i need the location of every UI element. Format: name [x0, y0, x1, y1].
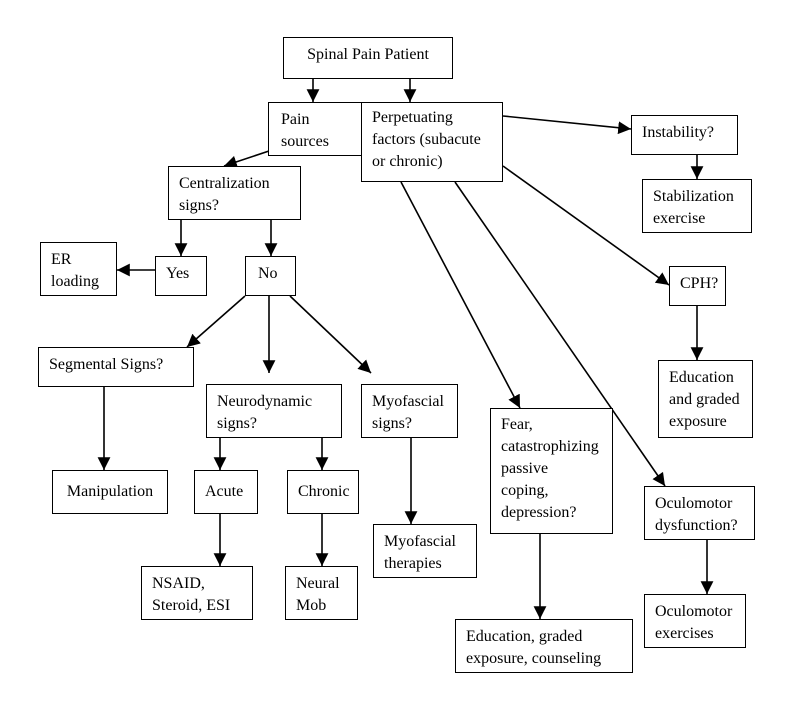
arrow-no-to-segmental-signs [186, 295, 246, 348]
spinal-pain-patient-box: Spinal Pain Patient [283, 37, 453, 79]
arrow-perpetuating-factors-to-fear-catastrophizing [400, 181, 521, 409]
nsaid-steroid-esi-box: NSAID, Steroid, ESI [141, 566, 253, 620]
arrow-no-to-myofascial-signs [289, 295, 372, 374]
neurodynamic-signs-box: Neurodynamic signs? [206, 384, 342, 438]
segmental-signs-box: Segmental Signs? [38, 347, 194, 387]
centralization-signs-box: Centralization signs? [168, 166, 301, 220]
arrow-perpetuating-factors-to-cph [502, 165, 670, 286]
myofascial-signs-box: Myofascial signs? [361, 384, 458, 438]
oculomotor-exercises-box: Oculomotor exercises [644, 594, 746, 648]
cph-box: CPH? [669, 266, 726, 306]
acute-box: Acute [194, 470, 258, 514]
yes-box: Yes [155, 256, 207, 296]
stabilization-exercise-box: Stabilization exercise [642, 179, 752, 233]
oculomotor-dysfunction-box: Oculomotor dysfunction? [644, 486, 755, 540]
education-graded-exposure-counseling-box: Education, graded exposure, counseling [455, 619, 633, 673]
neural-mob-box: Neural Mob [285, 566, 358, 620]
instability-box: Instability? [631, 115, 738, 155]
myofascial-therapies-box: Myofascial therapies [373, 524, 477, 578]
education-graded-exposure-box: Education and graded exposure [658, 360, 753, 438]
chronic-box: Chronic [287, 470, 359, 514]
perpetuating-factors-box: Perpetuating factors (subacute or chroni… [361, 102, 503, 182]
fear-catastrophizing-box: Fear, catastrophizing passive coping, de… [490, 408, 613, 534]
arrow-perpetuating-factors-to-instability [502, 115, 632, 135]
no-box: No [245, 256, 296, 296]
er-loading-box: ER loading [40, 242, 117, 296]
arrow-perpetuating-factors-to-oculomotor-dysfunction [454, 181, 666, 487]
manipulation-box: Manipulation [52, 470, 168, 514]
pain-sources-box: Pain sources [268, 102, 363, 156]
arrow-pain-sources-to-centralization-signs [223, 148, 276, 169]
